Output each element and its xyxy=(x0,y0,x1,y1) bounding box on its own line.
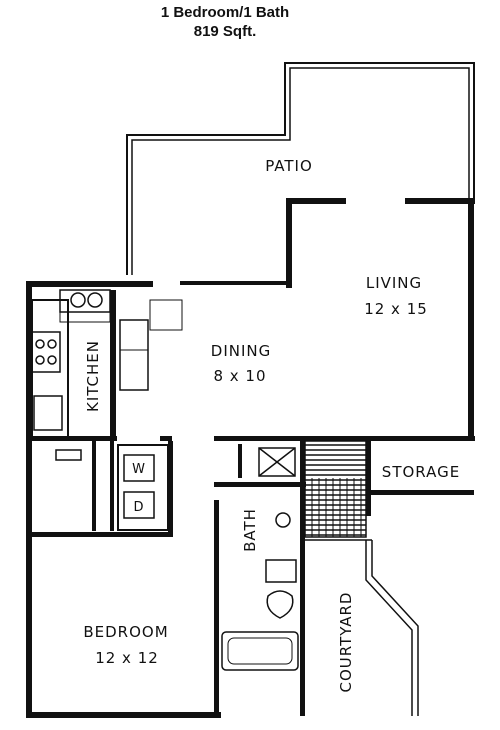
dining-size: 8 x 10 xyxy=(213,367,266,385)
plan-area: 819 Sqft. xyxy=(193,23,257,40)
bath-fixtures xyxy=(221,447,299,671)
living-size: 12 x 15 xyxy=(364,300,428,318)
kitchen-label: KITCHEN xyxy=(84,340,102,412)
interior-walls xyxy=(32,436,475,718)
stairs xyxy=(304,440,367,538)
bath-label: BATH xyxy=(241,508,259,552)
plan-title: 1 Bedroom/1 Bath xyxy=(160,4,290,21)
kitchen-area xyxy=(31,289,183,440)
laundry-closet xyxy=(117,444,169,531)
outer-walls xyxy=(26,198,475,718)
living-label: LIVING xyxy=(366,274,422,292)
bedroom-size: 12 x 12 xyxy=(95,649,159,667)
patio-label: PATIO xyxy=(265,157,313,175)
washer-label: W xyxy=(132,462,146,477)
courtyard-outline xyxy=(305,539,419,716)
dryer-label: D xyxy=(133,500,144,515)
storage-label: STORAGE xyxy=(382,463,460,481)
dining-label: DINING xyxy=(211,342,271,360)
patio-outline xyxy=(126,62,475,275)
bedroom-label: BEDROOM xyxy=(83,623,168,641)
courtyard-label: COURTYARD xyxy=(337,592,355,693)
